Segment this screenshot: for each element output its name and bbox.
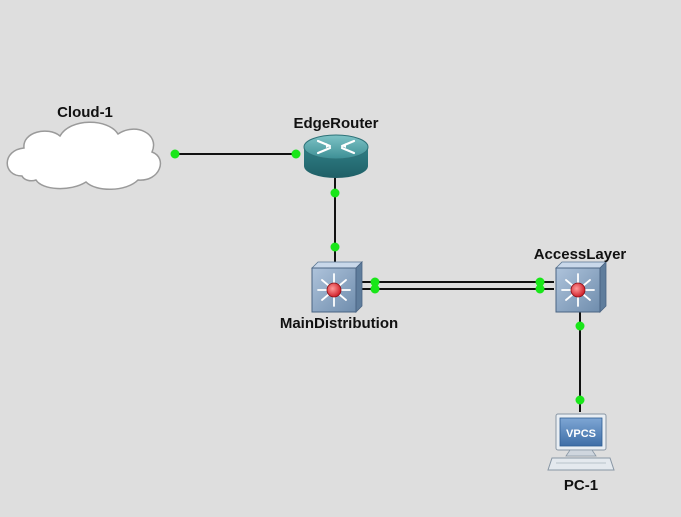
node-main-distribution[interactable]: MainDistribution bbox=[280, 261, 398, 332]
cloud-label: Cloud-1 bbox=[57, 104, 113, 121]
access-layer-label: AccessLayer bbox=[534, 246, 627, 263]
router-icon bbox=[303, 134, 369, 178]
link-status-dot bbox=[370, 284, 380, 294]
link-status-dot bbox=[575, 395, 585, 405]
link-status-dot bbox=[330, 242, 340, 252]
link-status-dot bbox=[291, 149, 301, 159]
vpcs-computer-icon: VPCS bbox=[547, 413, 615, 471]
node-pc[interactable]: VPCS PC-1 bbox=[547, 413, 615, 494]
link-status-dot bbox=[535, 277, 545, 287]
link-status-dot bbox=[535, 284, 545, 294]
multilayer-switch-icon bbox=[555, 261, 607, 313]
multilayer-switch-icon bbox=[311, 261, 363, 313]
node-access-layer[interactable]: AccessLayer bbox=[534, 246, 627, 313]
cloud-icon bbox=[6, 121, 162, 190]
link-status-dot bbox=[170, 149, 180, 159]
link-status-dot bbox=[575, 321, 585, 331]
link-status-indicators bbox=[170, 149, 585, 405]
link-status-dot bbox=[330, 188, 340, 198]
link-status-dot bbox=[370, 277, 380, 287]
pc-screen-text: VPCS bbox=[566, 428, 596, 440]
node-router[interactable]: EdgeRouter bbox=[293, 115, 379, 178]
router-label: EdgeRouter bbox=[293, 115, 378, 132]
node-cloud[interactable]: Cloud-1 bbox=[6, 104, 162, 190]
main-distribution-label: MainDistribution bbox=[280, 315, 398, 332]
pc-label: PC-1 bbox=[564, 477, 598, 494]
